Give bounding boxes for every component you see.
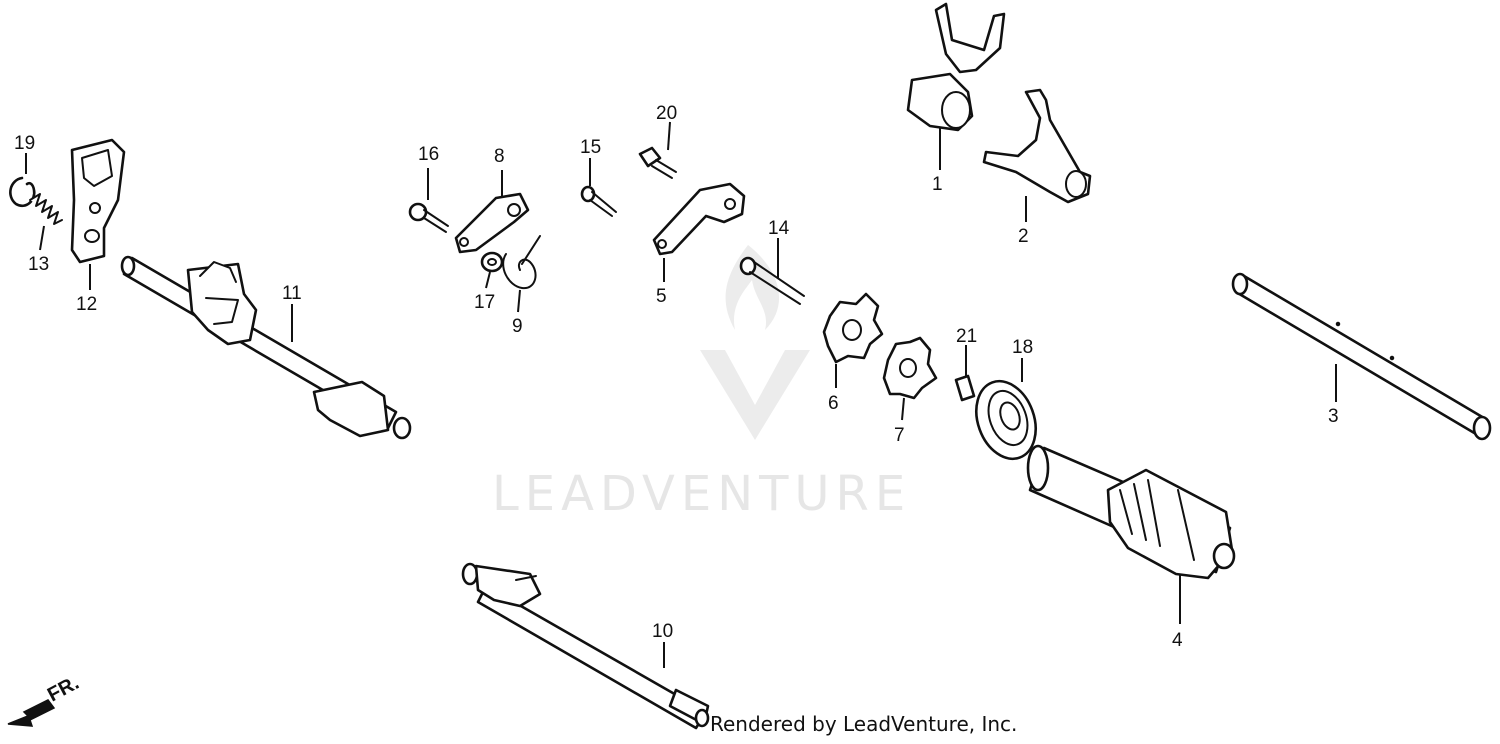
part-4-shift-drum bbox=[1026, 444, 1236, 580]
callout-4: 4 bbox=[1172, 630, 1183, 651]
part-6-star-plate bbox=[822, 292, 884, 364]
part-3-fork-shaft bbox=[1231, 272, 1492, 441]
part-13-spring bbox=[29, 193, 63, 225]
watermark-logo: LEADVENTURE bbox=[492, 245, 911, 522]
part-17-washer bbox=[480, 251, 504, 273]
part-15-bolt bbox=[580, 185, 617, 217]
part-7-star-cam bbox=[882, 336, 938, 400]
part-1-shift-fork bbox=[906, 2, 1006, 132]
callout-19: 19 bbox=[14, 133, 35, 154]
front-arrow-icon: FR. bbox=[7, 672, 83, 727]
callout-6: 6 bbox=[828, 393, 839, 414]
part-12-plate bbox=[70, 138, 126, 264]
part-19-clip bbox=[9, 176, 36, 208]
callout-21: 21 bbox=[956, 326, 977, 347]
part-14-bolt bbox=[739, 256, 805, 305]
callout-11: 11 bbox=[282, 283, 302, 304]
callout-16: 16 bbox=[418, 144, 439, 165]
callout-3: 3 bbox=[1328, 406, 1339, 427]
credit-text: Rendered by LeadVenture, Inc. bbox=[710, 712, 1018, 736]
callout-2: 2 bbox=[1018, 226, 1029, 247]
callout-8: 8 bbox=[494, 146, 505, 167]
callout-1: 1 bbox=[932, 174, 943, 195]
callout-20: 20 bbox=[656, 103, 677, 124]
part-16-bolt bbox=[408, 202, 449, 233]
part-9-return-spring bbox=[502, 235, 541, 290]
callout-17: 17 bbox=[474, 292, 495, 313]
part-10-gearshift-spindle bbox=[461, 562, 710, 730]
part-11-shift-spindle bbox=[120, 255, 412, 440]
part-20-bolt bbox=[638, 146, 677, 179]
callout-12: 12 bbox=[76, 294, 97, 315]
part-2-shift-fork bbox=[982, 88, 1092, 204]
part-21-pin bbox=[954, 374, 976, 402]
part-5-plate bbox=[652, 182, 746, 256]
callout-10: 10 bbox=[652, 621, 673, 642]
callout-18: 18 bbox=[1012, 337, 1033, 358]
part-18-bearing bbox=[975, 379, 1037, 461]
callout-7: 7 bbox=[894, 425, 905, 446]
callout-13: 13 bbox=[28, 254, 49, 275]
watermark-text: LEADVENTURE bbox=[492, 466, 911, 522]
callout-14: 14 bbox=[768, 218, 790, 239]
callout-9: 9 bbox=[512, 316, 523, 337]
callout-5: 5 bbox=[656, 286, 667, 307]
callout-15: 15 bbox=[580, 137, 601, 158]
part-8-stopper-arm bbox=[454, 192, 530, 254]
